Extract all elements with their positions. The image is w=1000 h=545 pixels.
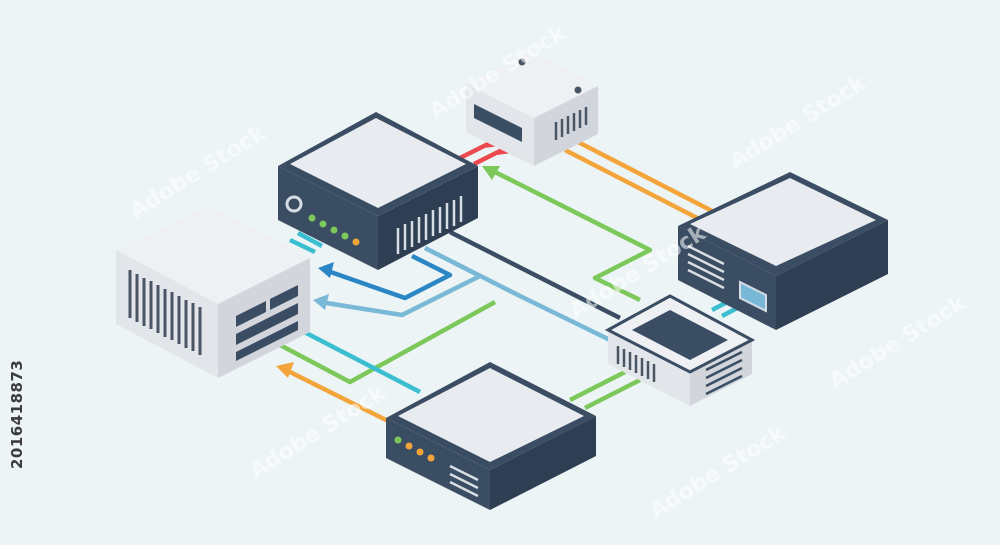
hub-side <box>690 340 752 406</box>
top-router-power-icon <box>285 195 303 213</box>
link-hub-bottom-green-1 <box>568 369 627 403</box>
top-router-leds <box>308 214 360 246</box>
arrow-blue-left <box>318 262 334 278</box>
arrow-orange-left <box>276 362 294 378</box>
top-box-slot <box>474 104 522 142</box>
link-hub-bottom-green-2 <box>583 377 642 411</box>
link-router-left-blue <box>324 253 453 301</box>
hub-top-screen <box>632 310 728 360</box>
link-bottom-left-orange <box>288 369 392 425</box>
top-router-front <box>278 166 378 270</box>
bottom-router-side <box>490 416 596 510</box>
bottom-router-leds <box>394 436 435 462</box>
top-router <box>278 112 478 270</box>
link-left-bottom-teal <box>283 320 422 394</box>
left-server-ports <box>236 285 298 361</box>
link-hub-router-green <box>493 169 653 303</box>
top-small-box <box>466 52 598 166</box>
led-2 <box>319 220 327 228</box>
link-router-topbox-red-2 <box>472 147 504 167</box>
top-box-top <box>466 52 598 118</box>
left-server <box>116 206 310 378</box>
left-server-top <box>116 206 310 304</box>
top-box-screw-2 <box>574 86 582 94</box>
middle-hub <box>604 294 756 406</box>
link-router-left-teal-2 <box>296 231 324 248</box>
arrow-lightblue-left <box>313 294 329 310</box>
top-box-screw-1 <box>518 58 526 66</box>
left-server-vent <box>128 270 202 355</box>
top-box-vent <box>554 107 588 140</box>
left-server-side <box>218 258 310 378</box>
led-1 <box>308 214 316 222</box>
led-3 <box>330 226 338 234</box>
led-3 <box>416 448 424 456</box>
led-1 <box>394 436 402 444</box>
bottom-router-top-inner <box>398 368 584 462</box>
hub-vent <box>616 346 656 382</box>
bottom-router <box>386 362 596 510</box>
right-server <box>678 172 888 330</box>
link-router-left-lightblue <box>319 245 483 318</box>
connection-lines <box>278 139 747 425</box>
stock-image-id: 2016418873 <box>8 359 26 469</box>
top-router-vent <box>396 196 463 254</box>
link-router-left-teal-1 <box>289 237 316 255</box>
led-4 <box>341 232 349 240</box>
right-server-side <box>776 220 888 330</box>
link-topbox-rightserver-2 <box>576 139 720 217</box>
right-server-top-inner <box>690 178 876 266</box>
led-5 <box>352 238 360 246</box>
link-router-topbox-red-1 <box>458 140 492 161</box>
top-router-top-inner <box>290 118 466 208</box>
led-2 <box>405 442 413 450</box>
link-router-left-green <box>278 300 497 385</box>
top-box-side <box>534 86 598 166</box>
led-4 <box>427 454 435 462</box>
link-router-hub-navy <box>448 229 622 321</box>
link-topbox-rightserver-1 <box>563 147 707 225</box>
bottom-router-front <box>386 418 490 510</box>
right-server-slots <box>687 244 725 290</box>
top-router-side <box>378 166 478 270</box>
arrow-green-router <box>482 166 500 180</box>
hub-side-slots <box>705 350 743 396</box>
right-server-screen <box>739 280 767 313</box>
bottom-router-slots <box>449 464 479 498</box>
